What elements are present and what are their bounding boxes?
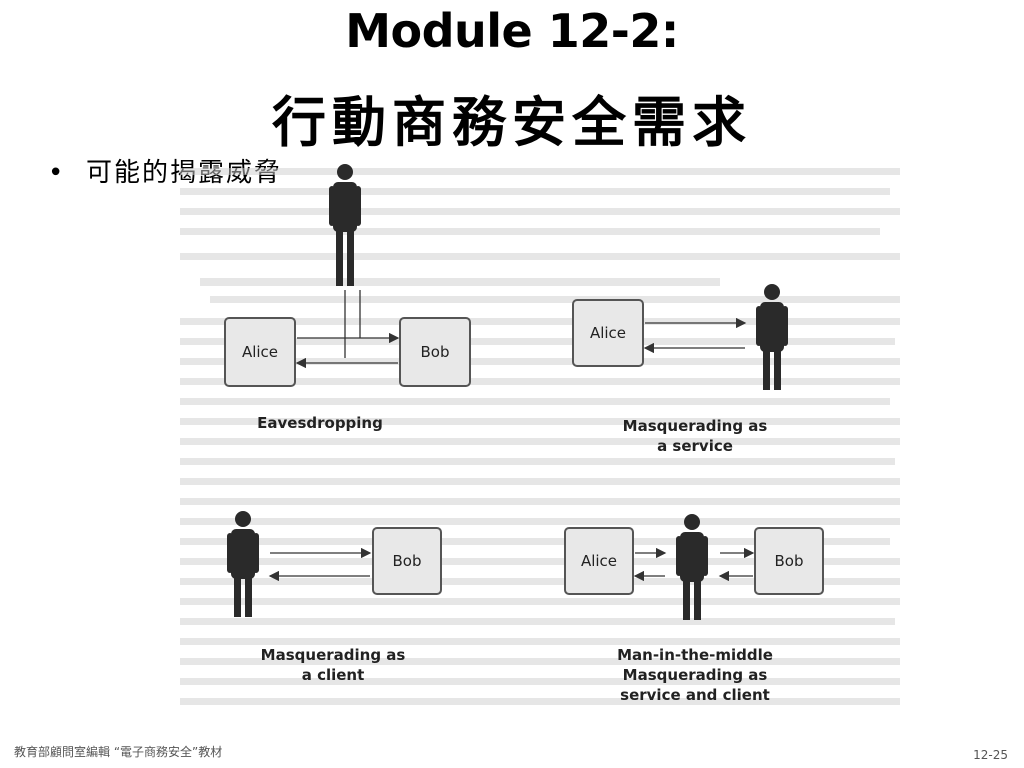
masq-service-caption-1: Masquerading as <box>623 417 768 435</box>
panel-eavesdropping: Alice Bob Eavesdropping <box>224 164 471 432</box>
eaves-alice-label: Alice <box>242 343 278 361</box>
masq-service-caption-2: a service <box>657 437 733 455</box>
threat-figure: Alice Bob Eavesdropping Alice Masque <box>180 158 910 723</box>
panel-masq-client: Bob Masquerading as a client <box>227 511 442 684</box>
mitm-caption-3: service and client <box>620 686 770 704</box>
attacker-client-figure <box>227 511 259 617</box>
mitm-attacker-figure <box>676 514 708 620</box>
panel-masq-service: Alice Masquerading as a service <box>572 284 788 455</box>
mitm-alice-label: Alice <box>581 552 617 570</box>
masq-client-caption-1: Masquerading as <box>261 646 406 664</box>
masq-service-alice-label: Alice <box>590 324 626 342</box>
eaves-caption: Eavesdropping <box>257 414 383 432</box>
attacker-service-figure <box>756 284 788 390</box>
mitm-caption-1: Man-in-the-middle <box>617 646 773 664</box>
mitm-caption-2: Masquerading as <box>623 666 768 684</box>
threat-diagram: Alice Bob Eavesdropping Alice Masque <box>180 164 900 705</box>
masq-client-bob-label: Bob <box>393 552 422 570</box>
slide-title: Module 12-2: <box>345 4 679 58</box>
page-number: 12-25 <box>973 748 1008 762</box>
bullet-dot: • <box>48 158 66 188</box>
eavesdropper-figure <box>329 164 361 286</box>
footer-credit: 教育部顧問室編輯 “電子商務安全”教材 <box>14 745 223 759</box>
masq-client-caption-2: a client <box>302 666 365 684</box>
background-text-lines <box>180 168 900 705</box>
eaves-bob-label: Bob <box>421 343 450 361</box>
mitm-bob-label: Bob <box>775 552 804 570</box>
panel-mitm: Alice Bob Man-in-the-middle Masquerading… <box>564 514 824 704</box>
slide-subtitle: 行動商務安全需求 <box>272 90 752 154</box>
